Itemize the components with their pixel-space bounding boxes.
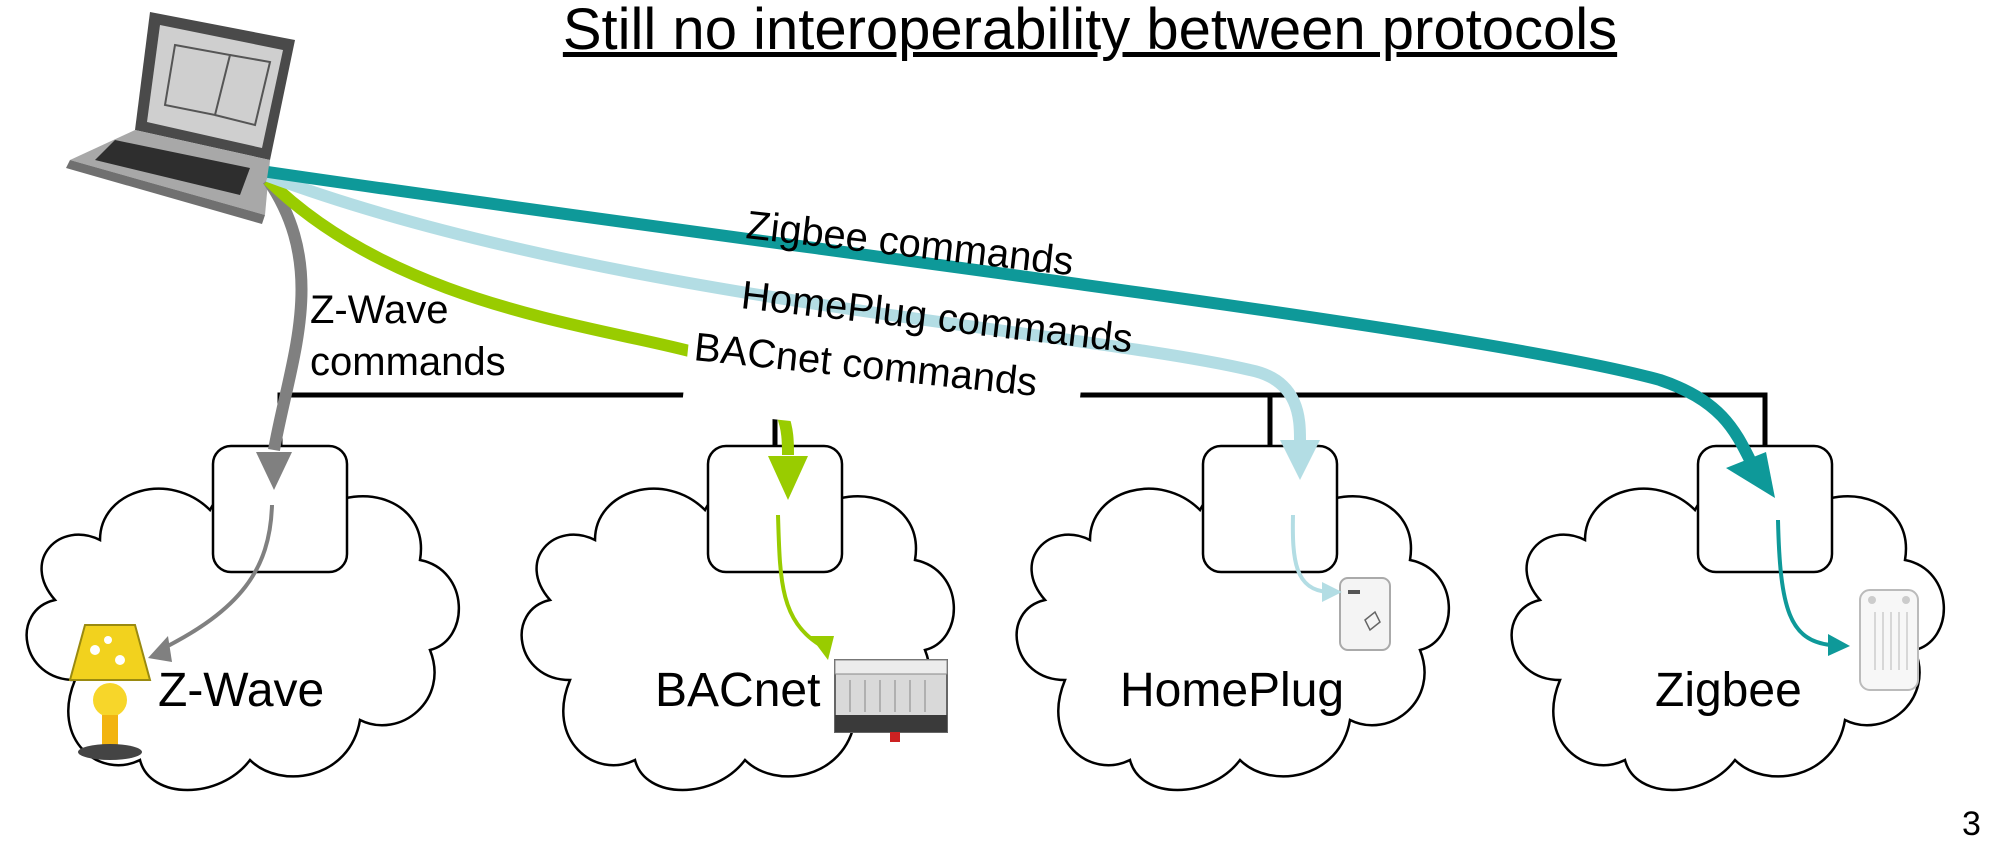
bacnet-arrowhead [768,456,808,500]
homeplug-arrowhead [1280,440,1320,480]
zigbee-device-arrowhead [1828,634,1850,656]
zigbee-command-arrow [267,166,1756,463]
zwave-commands-label-line2: commands [310,340,506,384]
homeplug-device-arrowhead [1322,582,1342,602]
homeplug-command-arrow [265,170,1306,441]
zigbee-device-arrow [1776,519,1831,647]
zigbee-commands-label: Zigbee commands [744,203,1076,284]
bacnet-device-arrow [776,514,822,647]
bacnet-controller-icon [834,659,948,742]
gateway-bacnet [706,444,844,574]
zigbee-device-icon [1859,589,1919,691]
zwave-device-arrowhead [148,636,172,662]
zwave-command-arrow [263,176,308,452]
slide-title: Still no interoperability between protoc… [562,0,1618,62]
gateway-homeplug [1201,444,1339,574]
homeplug-device-icon [1339,577,1391,651]
network-label-zwave: Z-Wave [158,664,324,717]
page-number: 3 [1962,805,1981,843]
network-label-zigbee: Zigbee [1655,664,1802,717]
gateway-zigbee [1696,444,1834,574]
network-label-bacnet: BACnet [655,664,820,717]
zigbee-arrowhead [1726,452,1775,498]
bacnet-label-backing [681,330,1083,451]
laptop-icon [66,12,295,224]
homeplug-device-arrow [1290,514,1329,594]
network-label-homeplug: HomePlug [1120,664,1344,717]
lamp-icon [68,624,152,760]
zwave-arrowhead [256,452,292,490]
zwave-device-arrow [159,504,274,652]
bacnet-device-arrowhead [810,636,834,660]
zwave-commands-label-line1: Z-Wave [310,288,449,332]
